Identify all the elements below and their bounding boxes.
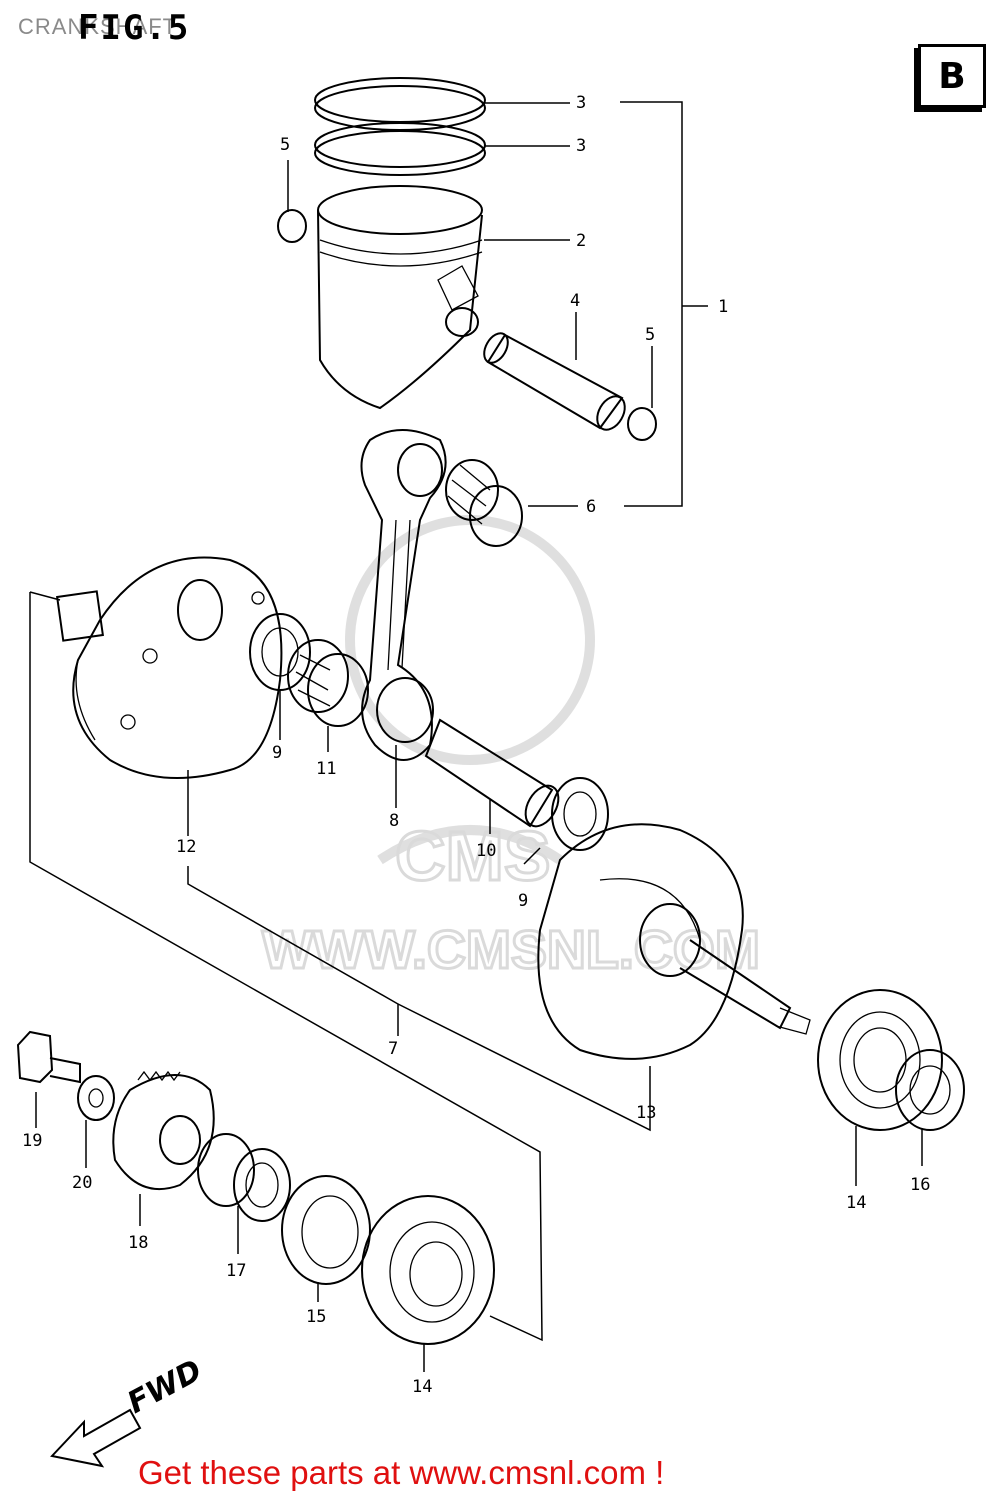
callout-label: 11: [316, 759, 336, 779]
callout-label: 9: [272, 743, 282, 763]
callout-label: 13: [636, 1103, 656, 1123]
primary-drive-gear: [112, 1070, 215, 1191]
page-title: CRANKSHAFT: [18, 14, 178, 39]
oil-seal-right: [895, 1049, 965, 1131]
circlip-right: [627, 407, 657, 441]
callout-label: 8: [389, 811, 399, 831]
callout-label: 16: [910, 1175, 930, 1195]
crank-pin: [424, 718, 560, 828]
callout-label: 2: [576, 231, 586, 251]
piston-rings: [314, 77, 486, 176]
piston-pin: [483, 332, 626, 431]
piston: [317, 185, 483, 410]
figure-label: FIG.5: [78, 8, 191, 48]
callout-label: 17: [226, 1261, 246, 1281]
callout-label: 20: [72, 1173, 92, 1193]
callout-label: 4: [570, 291, 580, 311]
callout-label: 1: [718, 297, 728, 317]
bearing-left: [361, 1195, 495, 1345]
callout-label: 14: [412, 1377, 432, 1397]
spacer: [197, 1133, 291, 1222]
small-end-bearing: [445, 459, 523, 547]
footer-link[interactable]: Get these parts at www.cmsnl.com !: [138, 1454, 665, 1491]
section-badge: B: [918, 44, 986, 108]
callout-label: 18: [128, 1233, 148, 1253]
watermark-logo: CMS WWW.CMSNL.COM: [261, 515, 761, 982]
callout-label: 3: [576, 136, 586, 156]
callout-label: 3: [576, 93, 586, 113]
washer: [77, 1075, 115, 1121]
callout-label: 5: [645, 325, 655, 345]
callout-labels: 3 3 5 2 4 1 5 6 9 11 8 12 10 9 7 13 14 1…: [22, 93, 930, 1397]
watermark-text: WWW.CMSNL.COM: [262, 920, 760, 980]
callout-label: 9: [518, 891, 528, 911]
callout-label: 6: [586, 497, 596, 517]
circlip-left: [277, 209, 307, 243]
callout-label: 7: [388, 1039, 398, 1059]
callout-label: 14: [846, 1193, 866, 1213]
leader-lines: [29, 101, 923, 1372]
fwd-arrow-icon: [50, 1408, 142, 1468]
callout-label: 15: [306, 1307, 326, 1327]
bearing-right: [817, 989, 943, 1131]
thrust-washer-right: [551, 777, 609, 851]
watermark-logo-text: CMS: [395, 817, 551, 895]
oil-seal-left: [281, 1175, 371, 1285]
callout-label: 12: [176, 837, 196, 857]
crank-bolt: [16, 1030, 81, 1084]
callout-label: 5: [280, 135, 290, 155]
callout-label: 10: [476, 841, 496, 861]
crank-half-right: [537, 823, 811, 1060]
big-end-bearing: [287, 639, 369, 727]
crank-half-left: [56, 556, 283, 779]
callout-label: 19: [22, 1131, 42, 1151]
